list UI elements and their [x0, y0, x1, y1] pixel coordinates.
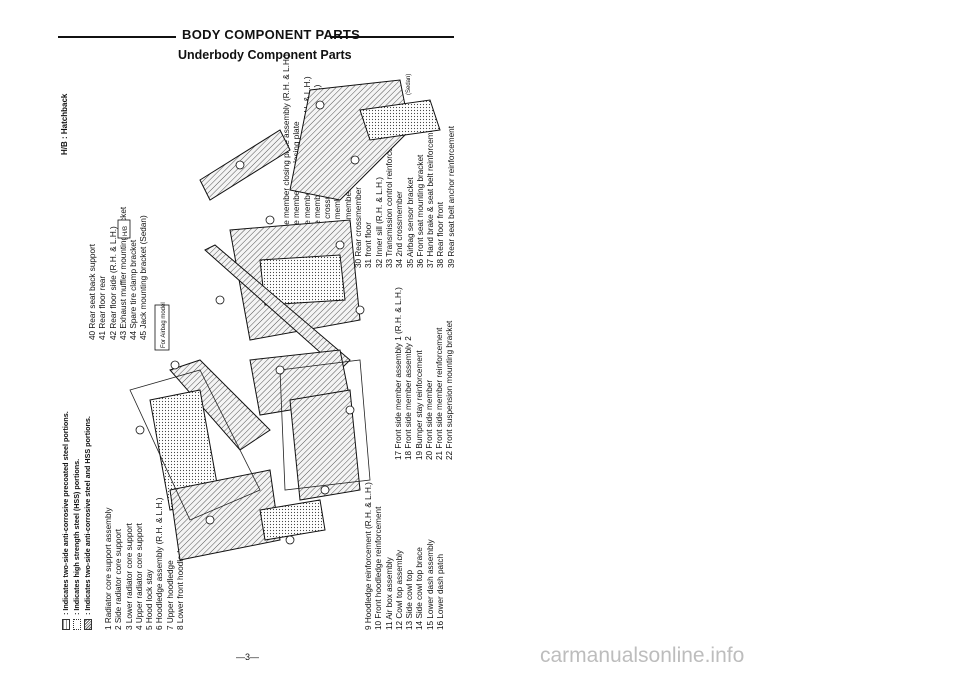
page-number: —3— — [236, 652, 260, 662]
part-item: 41 Rear floor rear — [98, 275, 108, 340]
both-swatch-icon — [83, 619, 92, 630]
underbody-diagram: For Airbag model H/B (Sedan) — [117, 74, 441, 561]
legend-text: : Indicates two-side anti-corrosive prec… — [61, 411, 70, 615]
part-item: 40 Rear seat back support — [88, 243, 97, 340]
hoodledge-part — [289, 389, 361, 501]
rear-floor-part — [289, 79, 411, 201]
page-header: BODY COMPONENT PARTS — [58, 27, 454, 47]
rear-side-member-part — [199, 129, 291, 201]
watermark: carmanualsonline.info — [540, 644, 745, 667]
radiator-core-support-part — [169, 469, 281, 561]
airbag-label: For Airbag model — [161, 302, 167, 348]
front-side-member-part — [169, 359, 271, 451]
legend-row: : Indicates two-side anti-corrosive prec… — [60, 411, 71, 630]
header-rule-right — [330, 36, 454, 38]
callout-box — [129, 369, 261, 521]
legend-row: : Indicates high strength steel (HSS) po… — [71, 411, 82, 630]
inner-sill-part — [204, 244, 351, 371]
bumper-stay-part — [259, 499, 326, 541]
hss-swatch-icon — [72, 619, 81, 630]
page-subtitle: Underbody Component Parts — [178, 48, 352, 62]
header-rule-left — [58, 36, 176, 38]
legend-text: : Indicates high strength steel (HSS) po… — [72, 458, 81, 615]
legend-text: : Indicates two-side anti-corrosive stee… — [83, 416, 92, 615]
legend-row: : Indicates two-side anti-corrosive stee… — [82, 411, 93, 630]
rear-crossmember-part — [359, 99, 441, 141]
hb-label: H/B — [123, 226, 129, 236]
legend: : Indicates two-side anti-corrosive prec… — [60, 411, 93, 630]
hatchback-note: H/B : Hatchback — [60, 93, 69, 155]
page-title: BODY COMPONENT PARTS — [182, 27, 361, 42]
callout-box — [279, 359, 371, 491]
sedan-label: (Sedan) — [406, 74, 412, 95]
precoated-swatch-icon — [61, 619, 70, 630]
